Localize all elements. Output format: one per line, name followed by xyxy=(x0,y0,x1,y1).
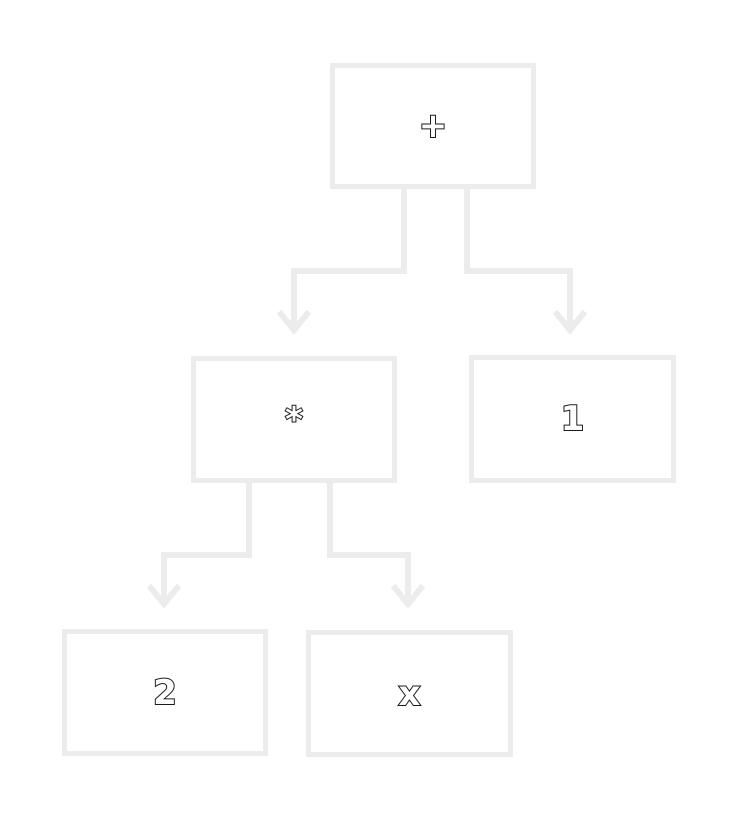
node-label-one: 1 xyxy=(560,399,586,439)
tree-node-root: + xyxy=(330,63,536,189)
node-label-star: * xyxy=(284,399,304,440)
arrowhead-star-to-x xyxy=(390,583,426,609)
arrowhead-root-to-star xyxy=(276,309,312,335)
node-label-plus: + xyxy=(418,106,448,146)
node-label-x: x xyxy=(398,673,422,714)
arrowhead-root-to-one xyxy=(552,309,588,335)
node-label-two: 2 xyxy=(152,672,178,713)
edge-star-to-two xyxy=(161,480,252,605)
tree-node-left-left: 2 xyxy=(62,629,268,756)
edge-root-to-star xyxy=(291,186,407,331)
edge-root-to-one xyxy=(464,186,573,331)
tree-node-left: * xyxy=(191,356,397,483)
tree-node-right: 1 xyxy=(469,355,676,483)
arrowhead-star-to-two xyxy=(146,583,182,609)
edge-star-to-x xyxy=(327,480,411,605)
tree-node-left-right: x xyxy=(306,630,513,757)
